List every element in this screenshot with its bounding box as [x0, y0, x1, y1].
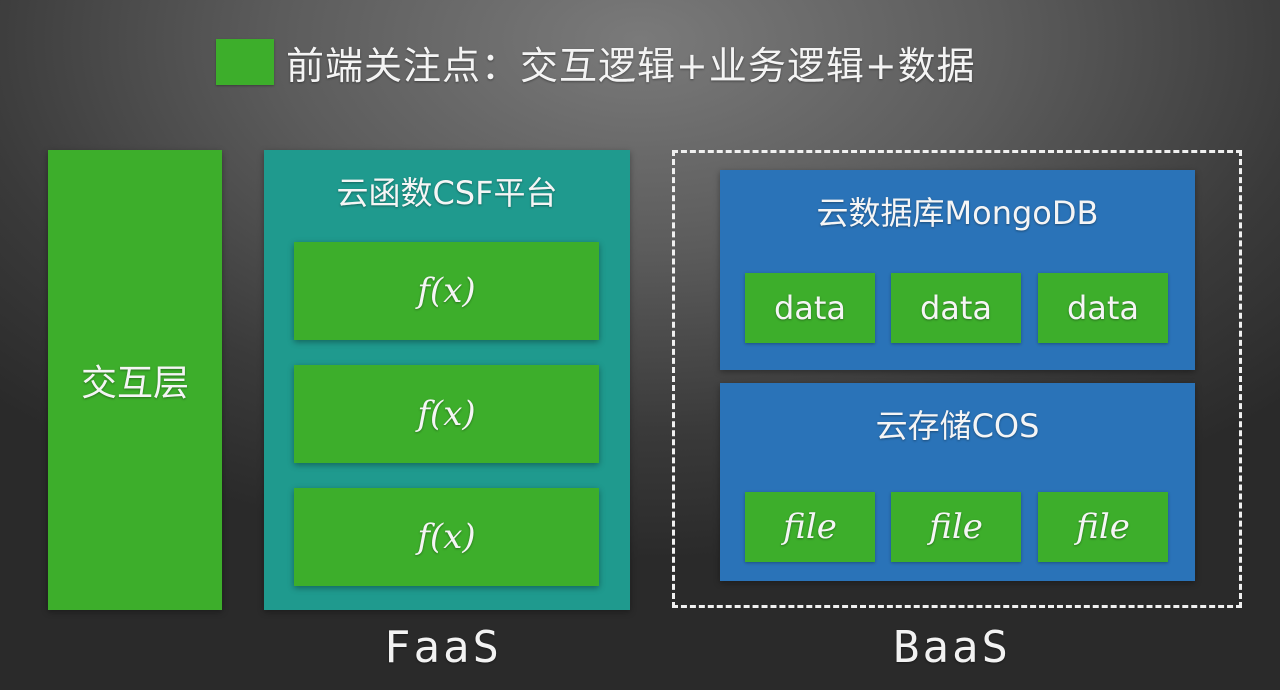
file-item-label: file: [1076, 507, 1130, 547]
cloud-database-box: 云数据库MongoDB data data data: [720, 170, 1195, 370]
baas-container: [672, 150, 1242, 608]
faas-caption: FaaS: [384, 622, 502, 673]
legend-swatch: [216, 39, 274, 85]
faas-platform-box: 云函数CSF平台 f(x) f(x) f(x): [264, 150, 630, 610]
data-item: data: [891, 273, 1021, 343]
function-box: f(x): [294, 488, 599, 586]
function-box: f(x): [294, 365, 599, 463]
cloud-storage-box: 云存储COS file file file: [720, 383, 1195, 581]
header-title: 前端关注点：交互逻辑+业务逻辑+数据: [286, 43, 976, 88]
function-label: f(x): [417, 394, 476, 434]
data-item-label: data: [1066, 289, 1140, 327]
file-item: file: [745, 492, 875, 562]
cloud-database-title: 云数据库MongoDB: [816, 194, 1099, 232]
data-item: data: [745, 273, 875, 343]
function-label: f(x): [417, 517, 476, 557]
function-box: f(x): [294, 242, 599, 340]
baas-caption: BaaS: [893, 622, 1011, 673]
function-label: f(x): [417, 271, 476, 311]
cloud-storage-title: 云存储COS: [875, 407, 1040, 445]
file-item: file: [1038, 492, 1168, 562]
file-item-label: file: [783, 507, 837, 547]
faas-platform-title: 云函数CSF平台: [336, 174, 558, 212]
data-item: data: [1038, 273, 1168, 343]
header: 前端关注点：交互逻辑+业务逻辑+数据: [216, 36, 976, 88]
interaction-layer-label: 交互层: [80, 363, 189, 404]
data-item-label: data: [773, 289, 847, 327]
file-item: file: [891, 492, 1021, 562]
data-item-label: data: [919, 289, 993, 327]
file-item-label: file: [929, 507, 983, 547]
interaction-layer-box: 交互层: [48, 150, 222, 610]
